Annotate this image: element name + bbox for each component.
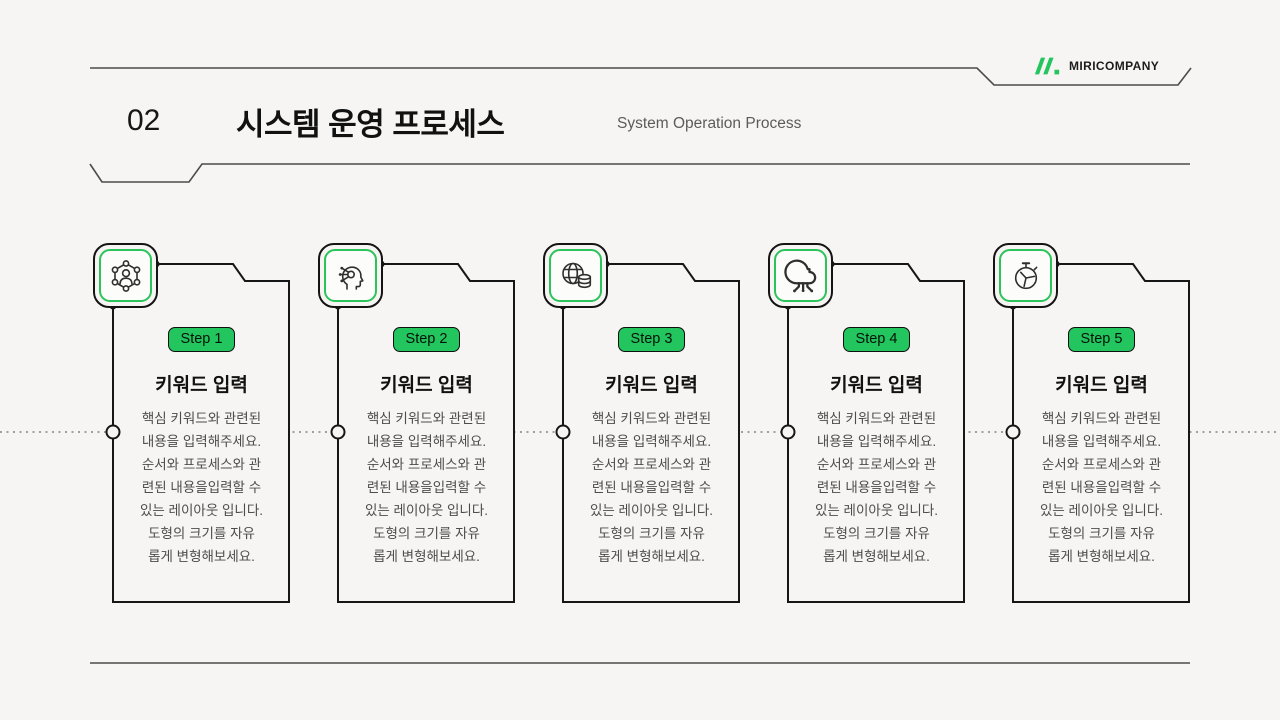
card-body: 핵심 키워드와 관련된 내용을 입력해주세요. 순서와 프로세스와 관 련된 내… <box>139 411 264 564</box>
card-body: 핵심 키워드와 관련된 내용을 입력해주세요. 순서와 프로세스와 관 련된 내… <box>364 411 489 564</box>
globe-database-icon <box>549 249 602 302</box>
badge-row: Step 2 <box>338 327 515 352</box>
top-divider-line <box>90 67 1192 86</box>
page-subtitle: System Operation Process <box>617 115 802 132</box>
card-body: 핵심 키워드와 관련된 내용을 입력해주세요. 순서와 프로세스와 관 련된 내… <box>1039 411 1164 564</box>
step-badge: Step 5 <box>1067 327 1136 352</box>
card-title: 키워드 입력 <box>380 375 473 396</box>
logo-text: MIRICOMPANY <box>1069 59 1160 73</box>
process-card-1: Step 1 키워드 입력 핵심 키워드와 관련된 내용을 입력해주세요. 순서… <box>93 243 291 603</box>
card-title: 키워드 입력 <box>155 375 248 396</box>
process-card-4: Step 4 키워드 입력 핵심 키워드와 관련된 내용을 입력해주세요. 순서… <box>768 243 966 603</box>
icon-box <box>93 243 158 308</box>
step-badge: Step 2 <box>392 327 461 352</box>
page-title: 시스템 운영 프로세스 <box>236 107 505 142</box>
ai-head-icon <box>324 249 377 302</box>
card-outline <box>1005 260 1190 603</box>
badge-row: Step 1 <box>113 327 290 352</box>
process-card-5: Step 5 키워드 입력 핵심 키워드와 관련된 내용을 입력해주세요. 순서… <box>993 243 1191 603</box>
icon-box <box>768 243 833 308</box>
badge-row: Step 3 <box>563 327 740 352</box>
card-outline <box>105 260 290 603</box>
cloud-network-icon <box>774 249 827 302</box>
card-title: 키워드 입력 <box>1055 375 1148 396</box>
card-outline <box>555 260 740 603</box>
badge-row: Step 5 <box>1013 327 1190 352</box>
miricompany-logo-icon <box>1034 57 1060 75</box>
card-title: 키워드 입력 <box>830 375 923 396</box>
logo: MIRICOMPANY <box>1033 56 1159 76</box>
step-badge: Step 3 <box>617 327 686 352</box>
icon-box <box>318 243 383 308</box>
card-body: 핵심 키워드와 관련된 내용을 입력해주세요. 순서와 프로세스와 관 련된 내… <box>814 411 939 564</box>
icon-box <box>543 243 608 308</box>
badge-row: Step 4 <box>788 327 965 352</box>
stopwatch-icon <box>999 249 1052 302</box>
process-card-3: Step 3 키워드 입력 핵심 키워드와 관련된 내용을 입력해주세요. 순서… <box>543 243 741 603</box>
step-badge: Step 4 <box>842 327 911 352</box>
card-title: 키워드 입력 <box>605 375 698 396</box>
section-number: 02 <box>127 104 161 137</box>
step-badge: Step 1 <box>167 327 236 352</box>
icon-box <box>993 243 1058 308</box>
process-card-2: Step 2 키워드 입력 핵심 키워드와 관련된 내용을 입력해주세요. 순서… <box>318 243 516 603</box>
card-body: 핵심 키워드와 관련된 내용을 입력해주세요. 순서와 프로세스와 관 련된 내… <box>589 411 714 564</box>
header-underline <box>89 163 1190 183</box>
user-network-icon <box>99 249 152 302</box>
